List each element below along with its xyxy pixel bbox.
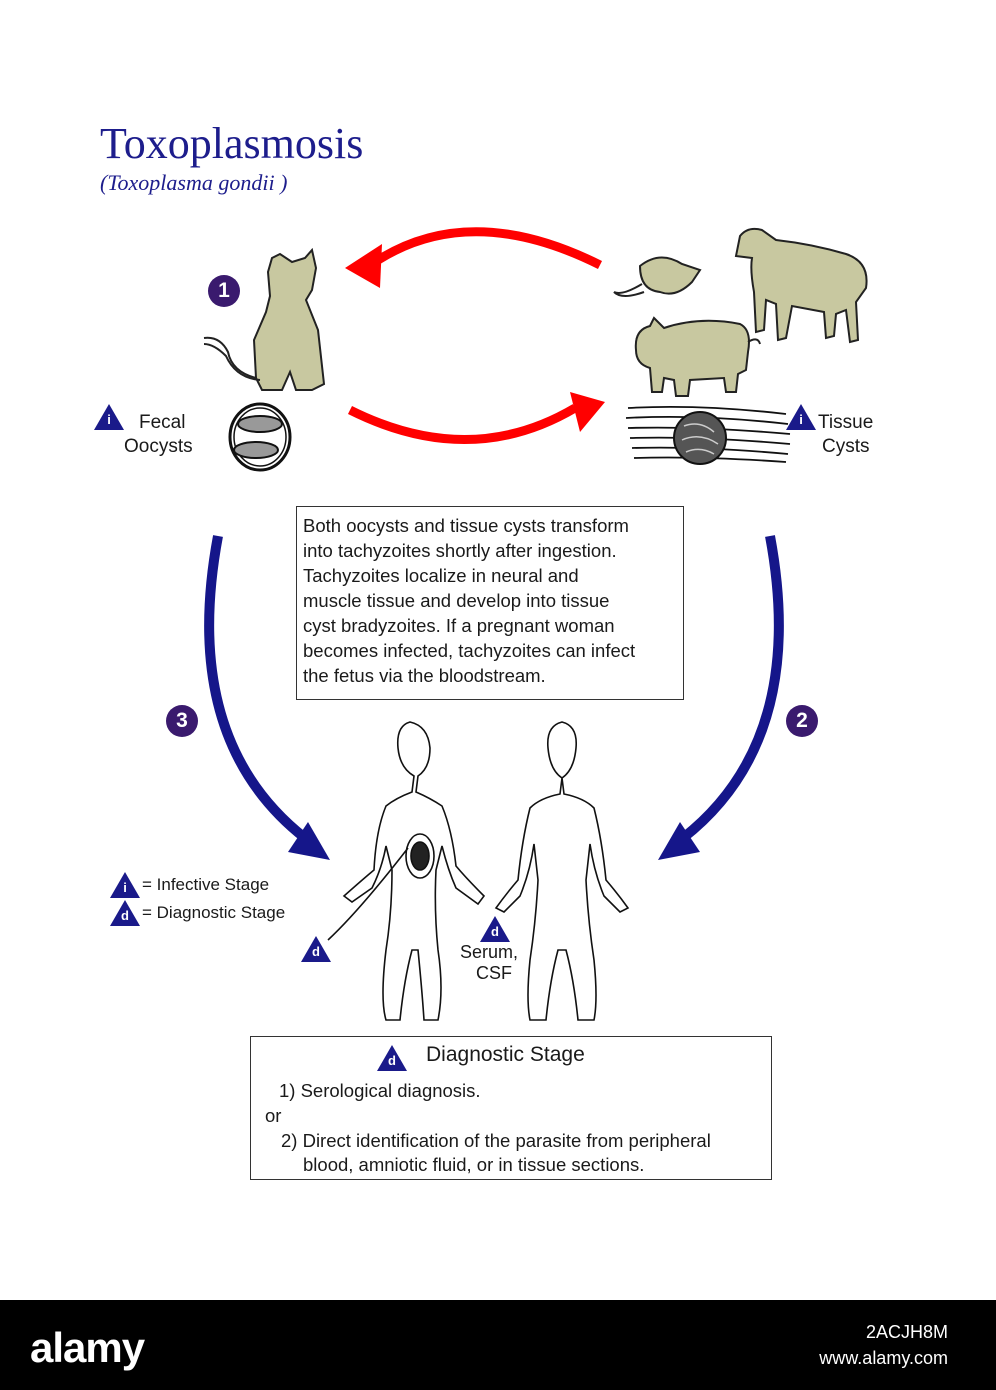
infective-stage-icon: i: [786, 404, 816, 430]
csf-label: CSF: [476, 963, 512, 983]
legend-infective-icon: i: [110, 872, 140, 898]
arrow-left-to-human: [204, 535, 309, 842]
tissue-label: Tissue: [818, 412, 874, 433]
legend-infective-label: = Infective Stage: [142, 875, 270, 894]
image-id: 2ACJH8M: [865, 1322, 948, 1342]
woman-illustration: [327, 721, 486, 1021]
diagnostic-item-2-line-2: blood, amniotic fluid, or in tissue sect…: [303, 1154, 645, 1175]
lifecycle-artwork: [203, 227, 868, 1021]
transmission-info-box: Both oocysts and tissue cysts transform …: [296, 506, 684, 700]
arrow-right-to-human: [679, 535, 784, 842]
stage-3-marker: 3: [166, 705, 198, 737]
diagram-title: Toxoplasmosis: [100, 119, 364, 168]
cat-illustration: [203, 247, 326, 391]
diagnostic-item-2-line-1: 2) Direct identification of the parasite…: [281, 1130, 711, 1151]
info-line: into tachyzoites shortly after ingestion…: [303, 540, 617, 561]
diagnostic-box-title: Diagnostic Stage: [426, 1043, 585, 1066]
info-line: becomes infected, tachyzoites can infect: [303, 640, 636, 661]
cysts-label: Cysts: [822, 436, 870, 457]
arrow-right-head: [658, 822, 700, 860]
info-line: Both oocysts and tissue cysts transform: [303, 515, 629, 536]
diagnostic-item-1: 1) Serological diagnosis.: [279, 1080, 481, 1101]
diagnostic-stage-icon: d: [377, 1045, 407, 1071]
legend-diagnostic-icon: d: [110, 900, 140, 926]
alamy-logo: alamy: [30, 1324, 145, 1371]
diagnostic-stage-box: d Diagnostic Stage 1) Serological diagno…: [250, 1036, 772, 1180]
serum-label: Serum,: [460, 942, 519, 962]
sheep-illustration: [734, 227, 868, 344]
arrow-to-animals-head: [570, 392, 605, 432]
diagnostic-stage-icon: d: [301, 936, 331, 962]
site-url: www.alamy.com: [819, 1348, 948, 1368]
info-line: the fetus via the bloodstream.: [303, 665, 546, 686]
mouse-illustration: [613, 256, 702, 297]
diagnostic-stage-icon: d: [480, 916, 510, 942]
stage-1-marker: 1: [208, 275, 240, 307]
arrow-to-cat: [372, 227, 603, 270]
fecal-label: Fecal: [139, 412, 186, 433]
legend-diagnostic-label: = Diagnostic Stage: [142, 903, 286, 922]
watermark-footer: alamy 2ACJH8M www.alamy.com: [0, 1300, 996, 1390]
diagram-subtitle: (Toxoplasma gondii ): [100, 170, 288, 195]
info-line: cyst bradyzoites. If a pregnant woman: [303, 615, 615, 636]
tissue-cyst-illustration: [625, 405, 791, 465]
stage-2-marker: 2: [786, 705, 818, 737]
info-line: muscle tissue and develop into tissue: [303, 590, 610, 611]
arrow-to-cat-head: [345, 244, 382, 288]
pig-illustration: [634, 316, 761, 397]
arrow-left-head: [288, 822, 330, 860]
oocysts-label: Oocysts: [124, 436, 193, 457]
diagnostic-or: or: [265, 1105, 282, 1126]
info-line: Tachyzoites localize in neural and: [303, 565, 579, 586]
oocyst-illustration: [228, 402, 292, 472]
man-illustration: [494, 721, 630, 1021]
infective-stage-icon: i: [94, 404, 124, 430]
arrow-to-animals: [347, 404, 578, 444]
